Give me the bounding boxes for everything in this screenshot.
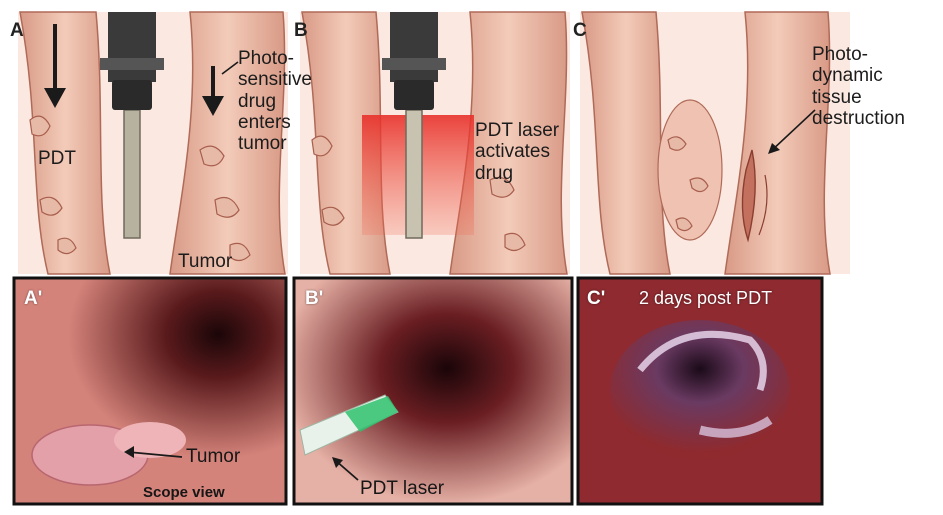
label-tumor-photo: Tumor bbox=[186, 446, 240, 467]
label-pdt-laser-activates: PDT laser activates drug bbox=[475, 120, 559, 184]
panel-a-prime-photo bbox=[14, 278, 286, 504]
panel-letter-a: A bbox=[10, 20, 24, 41]
label-2-days-post-pdt: 2 days post PDT bbox=[639, 288, 772, 308]
panel-letter-b: B bbox=[294, 20, 308, 41]
label-scope-view: Scope view bbox=[143, 485, 225, 502]
panel-letter-c-prime: C' bbox=[587, 288, 605, 309]
label-pdt: PDT bbox=[38, 148, 76, 169]
label-pdt-laser-photo: PDT laser bbox=[360, 478, 444, 499]
panel-c-illustration bbox=[580, 12, 850, 274]
label-tumor-illustration: Tumor bbox=[178, 251, 232, 272]
panel-c-prime-photo bbox=[578, 278, 822, 504]
panel-letter-c: C bbox=[573, 20, 587, 41]
label-photodynamic-destruction: Photo- dynamic tissue destruction bbox=[812, 44, 905, 129]
panel-b-prime-photo bbox=[294, 278, 572, 504]
label-photosensitive-drug: Photo- sensitive drug enters tumor bbox=[238, 48, 312, 154]
panel-letter-b-prime: B' bbox=[305, 288, 323, 309]
panel-letter-a-prime: A' bbox=[24, 288, 42, 309]
